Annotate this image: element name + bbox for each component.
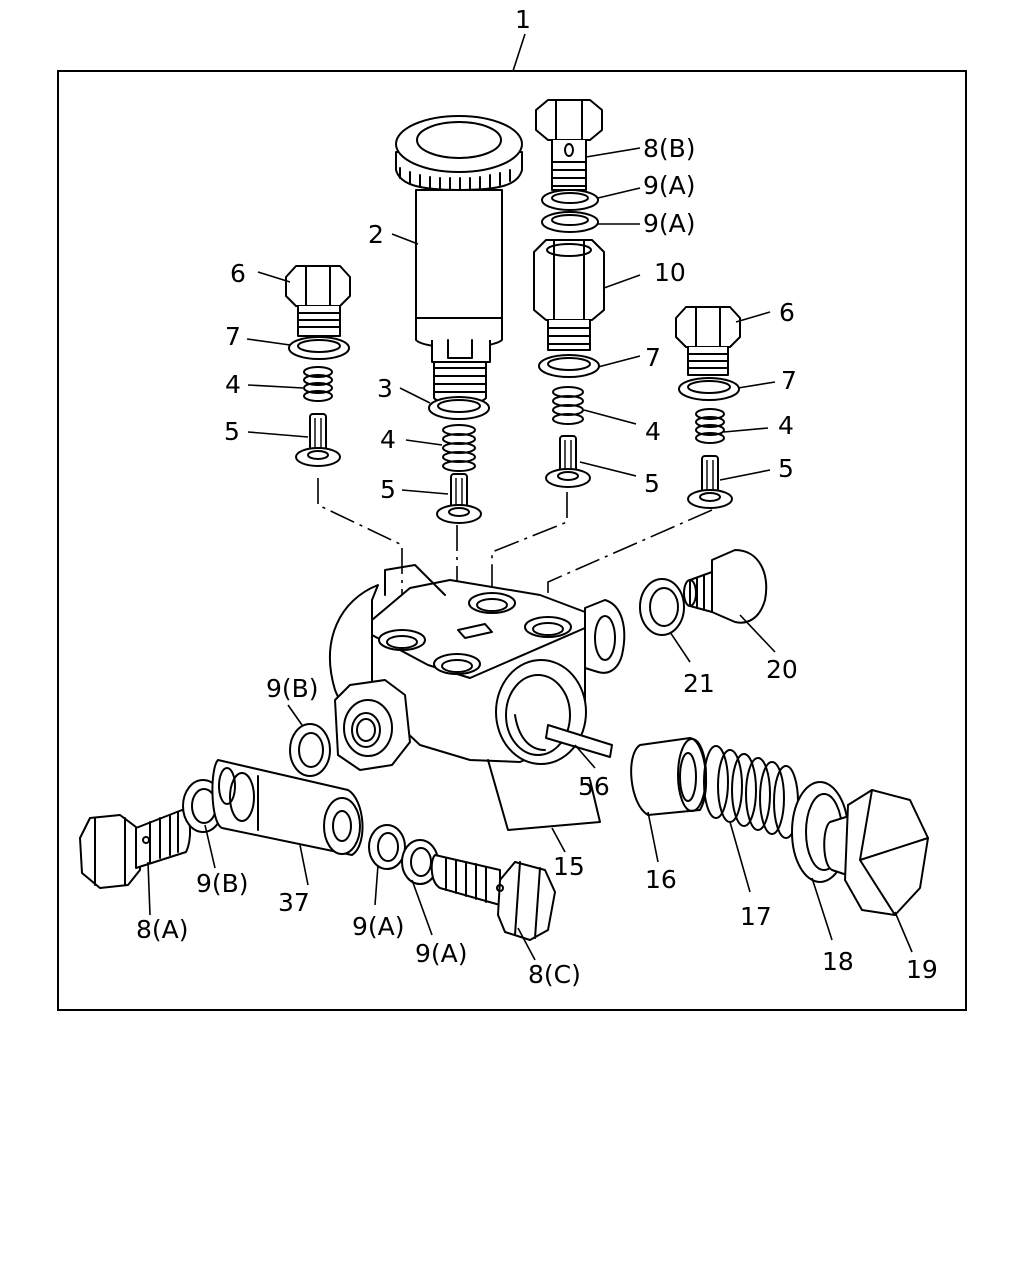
part-9a-washer-top-1 (541, 189, 599, 211)
pin-56 (545, 724, 613, 769)
callout-9b-left: 9(B) (196, 869, 249, 898)
callout-9a-top-2: 9(A) (643, 209, 696, 238)
callout-17: 17 (740, 902, 772, 931)
part-10-connector (533, 239, 605, 351)
part-5-valve-left (295, 413, 341, 467)
pump-body (329, 564, 626, 853)
callout-8b: 8(B) (643, 134, 696, 163)
callout-6-right: 6 (779, 298, 795, 327)
part-2-hand-primer (395, 115, 523, 405)
callout-2: 2 (368, 220, 384, 249)
callout-15: 15 (553, 852, 585, 881)
part-4-spring-right (695, 408, 725, 444)
part-5-valve-center-right (545, 435, 591, 488)
part-4-spring-left (303, 366, 333, 402)
part-16-piston (630, 737, 707, 816)
part-9b-washer-right (289, 723, 331, 777)
part-7-washer-right (678, 377, 740, 401)
callout-5-left: 5 (224, 417, 240, 446)
callout-8c: 8(C) (528, 960, 581, 989)
callout-5-center-right: 5 (644, 469, 660, 498)
part-37-union (211, 759, 364, 856)
callout-4-center-right: 4 (645, 417, 661, 446)
part-3-washer (428, 396, 490, 420)
callout-7-left: 7 (225, 322, 241, 351)
part-4-spring-center-right (552, 386, 584, 425)
part-19-plug (823, 789, 929, 916)
part-5-valve-right (687, 455, 733, 509)
callout-19: 19 (906, 955, 938, 984)
part-8a-banjo-bolt (79, 809, 192, 889)
callout-4-center: 4 (380, 425, 396, 454)
callout-9a-top-1: 9(A) (643, 171, 696, 200)
part-8c-banjo-bolt (430, 854, 556, 941)
callout-37: 37 (278, 888, 310, 917)
callout-5-right: 5 (778, 454, 794, 483)
part-21-gasket (639, 578, 685, 636)
callout-7-right: 7 (781, 366, 797, 395)
callout-labels: 2 6 7 4 5 3 4 5 8(B) 9(A) 9(A) 10 6 7 7 … (136, 134, 938, 989)
callout-20: 20 (766, 655, 798, 684)
callout-6-left: 6 (230, 259, 246, 288)
callout-56: 56 (578, 772, 610, 801)
callout-9a-bottom-2: 9(A) (415, 939, 468, 968)
part-7-washer-left (288, 336, 350, 360)
part-8b-banjo-bolt (535, 99, 603, 191)
callout-5-center: 5 (380, 475, 396, 504)
callout-16: 16 (645, 865, 677, 894)
callout-3: 3 (377, 374, 393, 403)
assembly-frame (57, 70, 967, 1011)
part-4-spring-center (442, 424, 476, 472)
part-7-washer-center (538, 354, 600, 378)
callout-7-center: 7 (645, 343, 661, 372)
part-9a-washer-top-2 (541, 211, 599, 233)
callout-8a: 8(A) (136, 915, 189, 944)
part-17-spring (703, 745, 799, 839)
part-5-valve-center (436, 473, 482, 524)
callout-18: 18 (822, 947, 854, 976)
callout-10: 10 (654, 258, 686, 287)
callout-1: 1 (515, 5, 531, 34)
callout-4-left: 4 (225, 370, 241, 399)
callout-21: 21 (683, 669, 715, 698)
callout-9a-bottom-1: 9(A) (352, 912, 405, 941)
part-6-plug-left (285, 265, 351, 337)
part-9a-washer-bottom-1 (368, 824, 406, 870)
part-6-plug-right (675, 306, 741, 376)
callout-4-right: 4 (778, 411, 794, 440)
part-20-plug (683, 549, 768, 624)
callout-9b-right: 9(B) (266, 674, 319, 703)
